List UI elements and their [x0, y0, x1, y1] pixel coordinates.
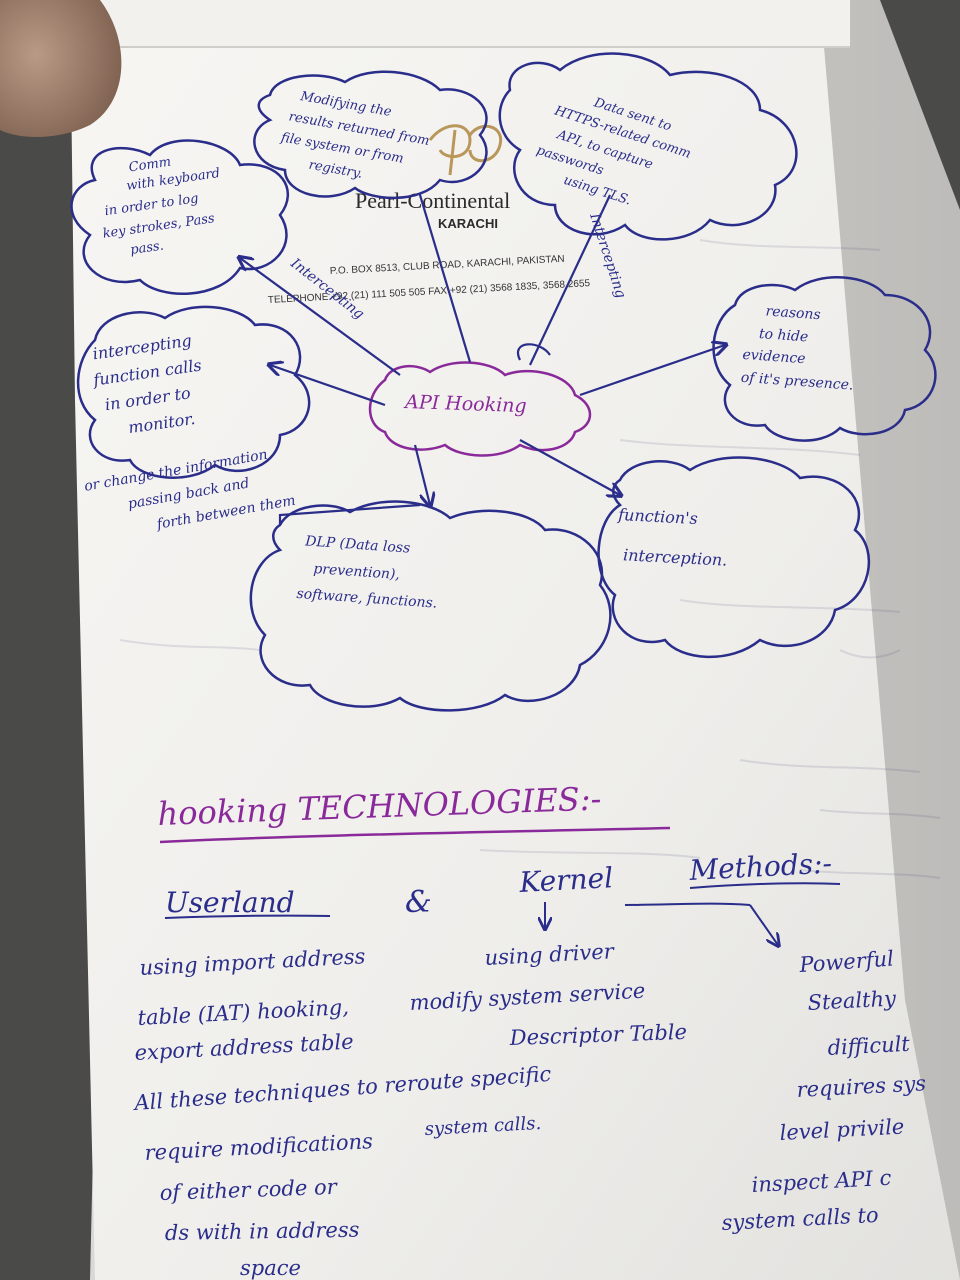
thumb: [0, 0, 122, 137]
heading-underline: [159, 826, 671, 844]
svg-text:ds with in address: ds with in address: [165, 1218, 360, 1245]
cloud-reasons: [712, 276, 937, 442]
cloud-dlp: [249, 500, 612, 712]
paper-sheet: [70, 0, 960, 1280]
svg-text:space: space: [240, 1256, 301, 1280]
bleed-through: [119, 239, 941, 879]
mindmap-clouds: [70, 52, 937, 712]
cloud-keyboard: [70, 139, 290, 295]
userland-underline: [164, 914, 331, 919]
letterhead-logo: [428, 124, 503, 176]
cloud-modify: [253, 70, 488, 200]
center-node-label: API Hooking: [403, 391, 527, 417]
notes-kernel: Kernel: [518, 861, 614, 899]
letterhead-city: KARACHI: [438, 216, 498, 231]
cloud-intercept: [76, 305, 311, 479]
kernel-arrows: [545, 902, 778, 945]
letterhead-brand: Pearl-Continental: [355, 188, 510, 213]
notes-methods: Methods:-: [688, 847, 833, 887]
paper-top-fold: [60, 0, 850, 48]
notes-amp: &: [405, 885, 432, 920]
mindmap-connectors: [240, 194, 725, 525]
cloud-center: [368, 361, 592, 457]
cloud-data: [498, 52, 798, 241]
notes-userland: Userland: [165, 886, 295, 919]
node-reasons: reasons to hide evidence of it's presenc…: [740, 302, 858, 394]
svg-text:difficult: difficult: [827, 1032, 911, 1060]
svg-text:Stealthy: Stealthy: [807, 986, 898, 1015]
methods-underline: [689, 882, 841, 889]
